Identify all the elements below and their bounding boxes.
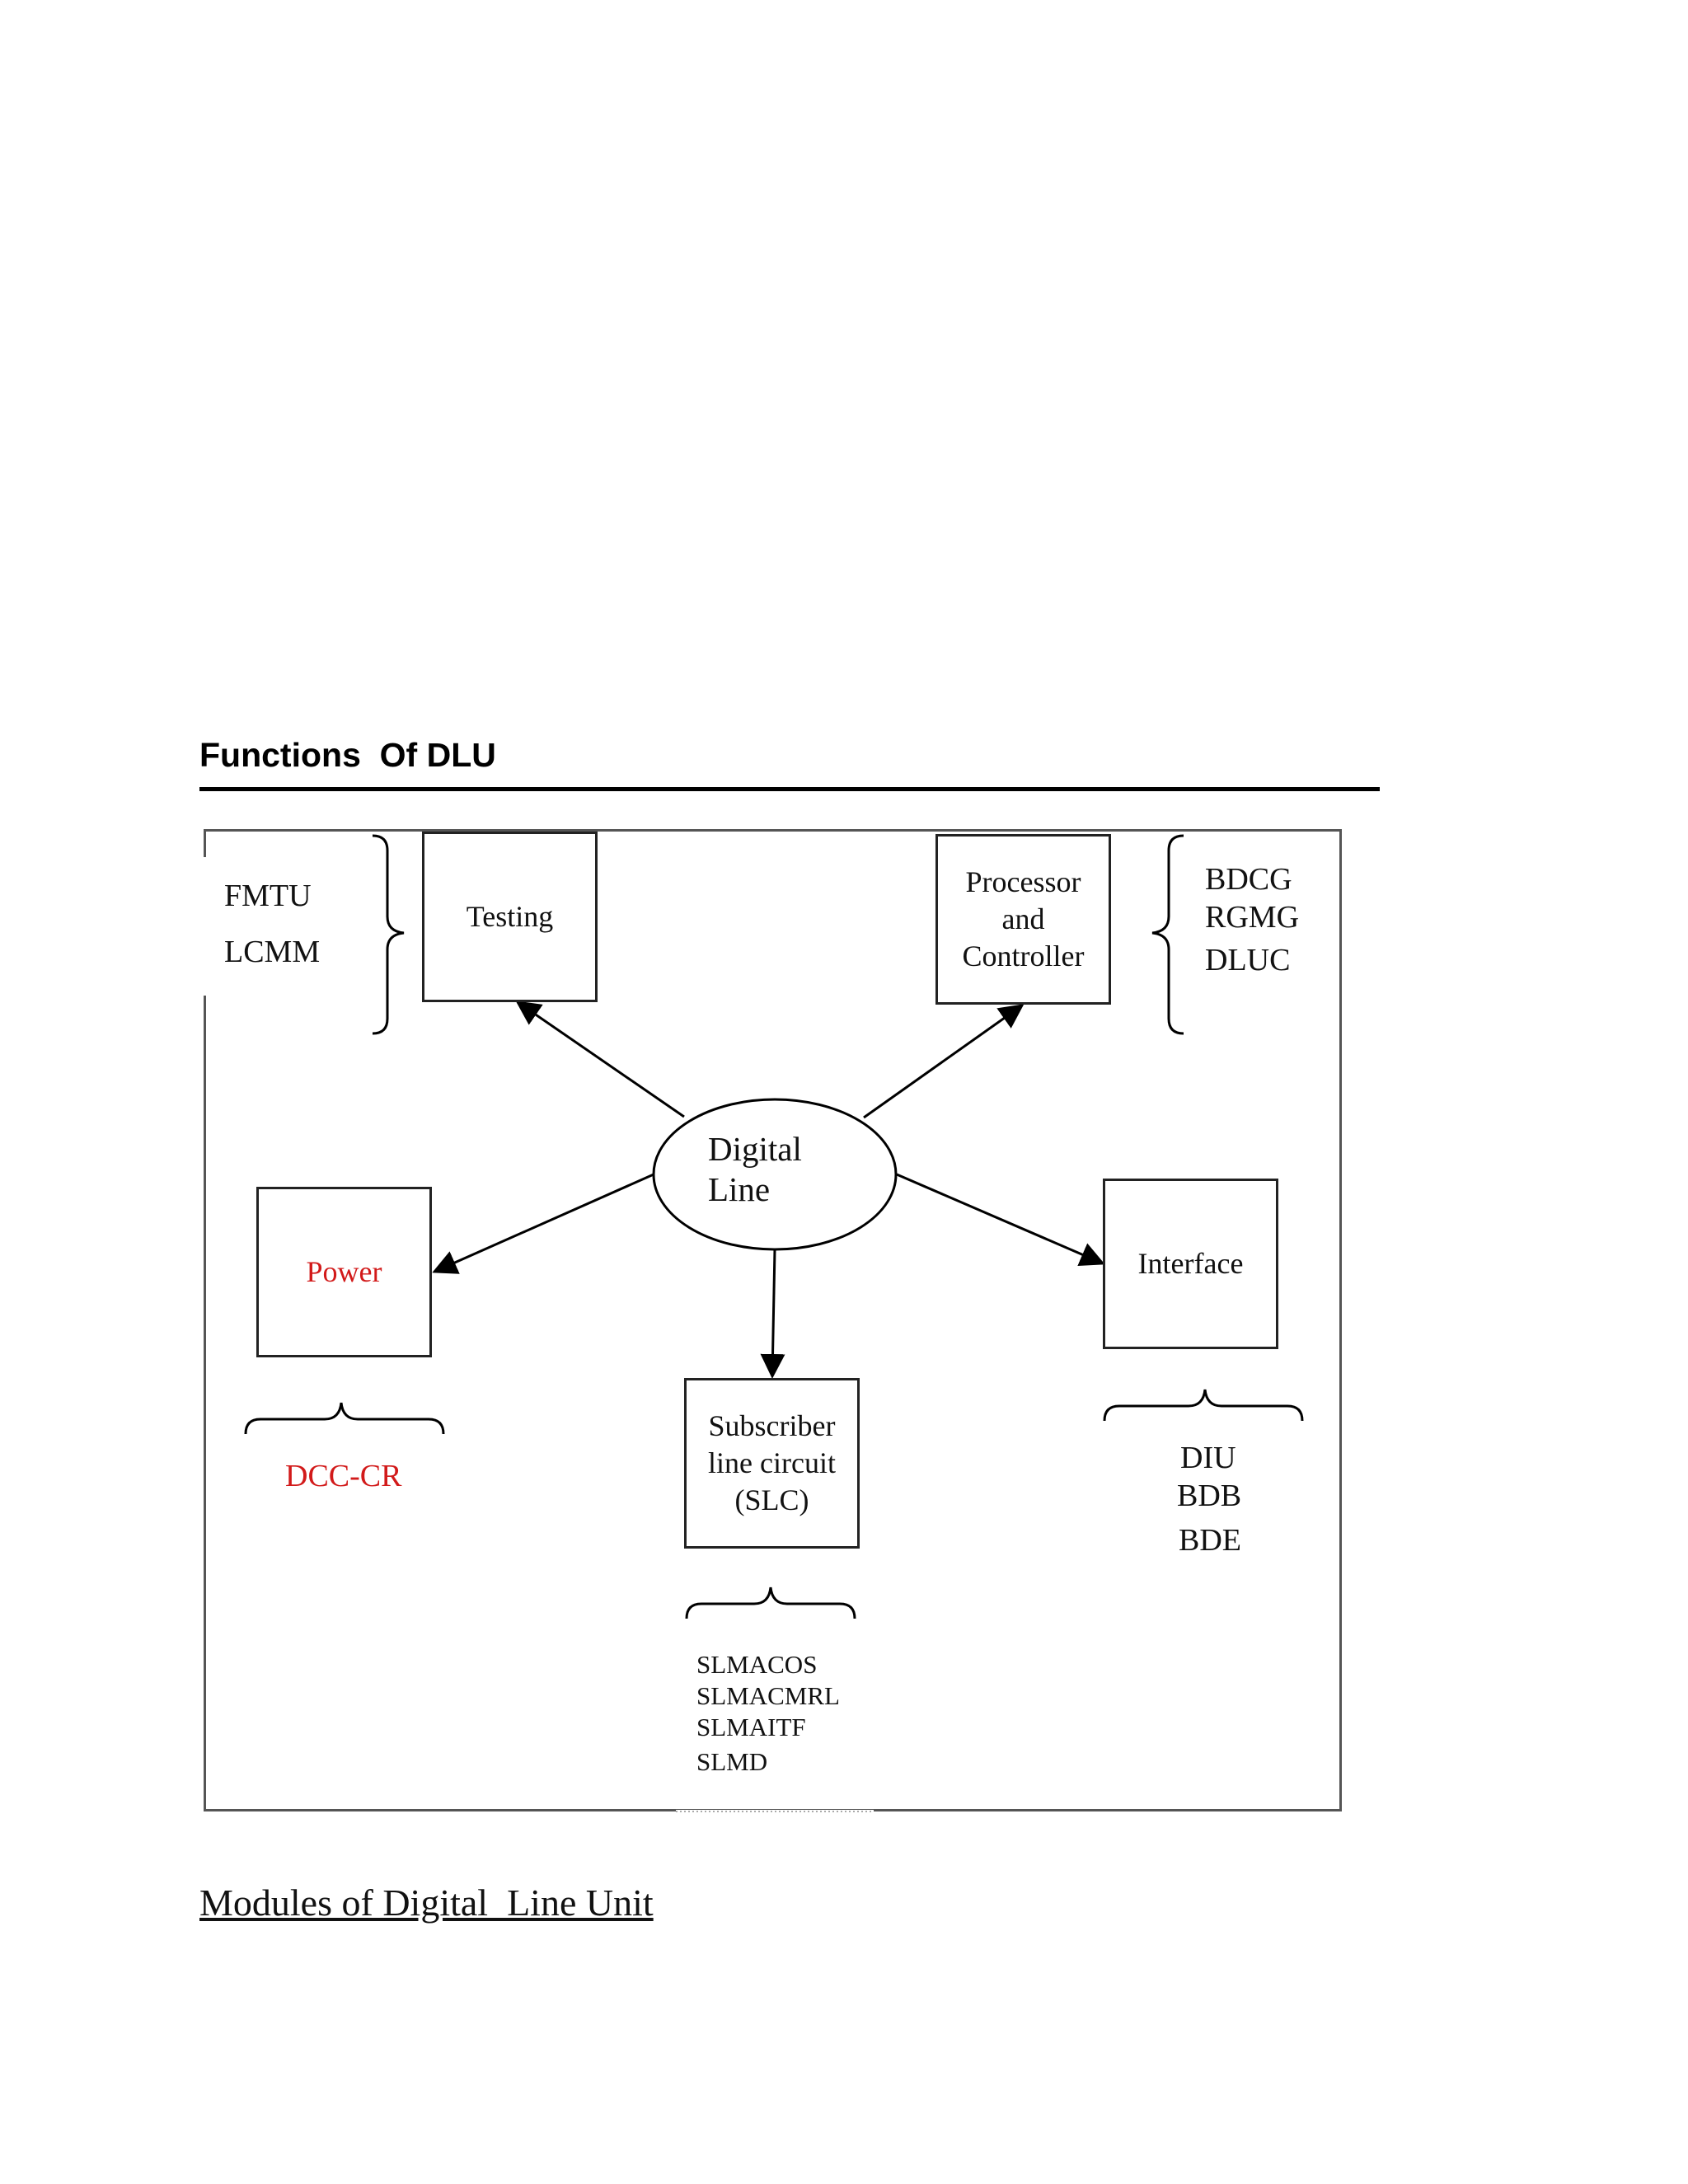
slc-label-line2: line circuit: [708, 1446, 836, 1479]
arrow-to-processor: [863, 1004, 1025, 1119]
module-diu: DIU: [1180, 1441, 1236, 1475]
power-box: Power: [256, 1187, 432, 1357]
diagram-caption: Modules of Digital Line Unit: [199, 1882, 654, 1924]
testing-label: Testing: [466, 899, 554, 933]
module-slmd: SLMD: [696, 1747, 768, 1776]
power-brace: [244, 1402, 445, 1435]
arrow-to-testing: [515, 1001, 685, 1118]
slc-label-line1: Subscriber: [708, 1409, 836, 1442]
arrow-to-slc: [760, 1249, 785, 1379]
arrow-to-power: [432, 1173, 654, 1274]
processor-label-line1: Processor: [965, 865, 1081, 898]
processor-brace: [1151, 834, 1184, 1035]
slc-label-line3: (SLC): [734, 1483, 809, 1516]
module-rgmg: RGMG: [1205, 900, 1300, 935]
module-slmaitf: SLMAITF: [696, 1713, 806, 1741]
module-dcc-cr: DCC-CR: [285, 1459, 402, 1493]
digital-line-line1: Digital: [708, 1130, 802, 1168]
slc-brace: [685, 1586, 856, 1619]
arrow-to-interface: [896, 1173, 1105, 1267]
testing-brace: [372, 834, 405, 1035]
module-slmacos: SLMACOS: [696, 1650, 818, 1679]
page-heading: Functions Of DLU: [199, 736, 496, 774]
module-fmtu: FMTU: [224, 879, 312, 913]
module-lcmm: LCMM: [224, 935, 321, 969]
power-label: Power: [306, 1254, 382, 1288]
interface-box: Interface: [1103, 1179, 1278, 1349]
module-bdb: BDB: [1177, 1479, 1242, 1513]
testing-box: Testing: [422, 832, 598, 1002]
interface-label: Interface: [1137, 1246, 1244, 1280]
digital-line-line2: Line: [708, 1170, 771, 1209]
heading-underline: [199, 787, 1380, 791]
module-bde: BDE: [1179, 1523, 1241, 1558]
processor-controller-box: Processor and Controller: [935, 834, 1111, 1005]
processor-label-line3: Controller: [962, 940, 1085, 972]
interface-brace: [1103, 1389, 1304, 1422]
module-bdcg: BDCG: [1205, 862, 1292, 897]
processor-label-line2: and: [1001, 902, 1045, 935]
module-dluc: DLUC: [1205, 943, 1291, 977]
slc-box: Subscriber line circuit (SLC): [684, 1378, 860, 1549]
module-slmacmrl: SLMACMRL: [696, 1681, 840, 1710]
digital-line-text: Digital Line: [708, 1129, 802, 1210]
